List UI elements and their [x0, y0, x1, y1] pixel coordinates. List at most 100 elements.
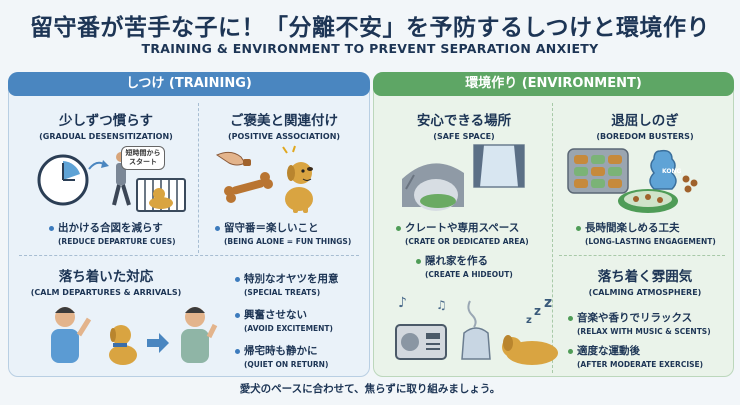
bullet-dot	[215, 225, 220, 231]
calm-bullet-2-en: (AVOID EXCITEMENT)	[244, 324, 333, 333]
sleeping-dog-icon: z z z	[502, 295, 558, 365]
environment-divider-vertical	[552, 103, 553, 373]
gradual-bullet: 出かける合図を減らす (REDUCE DEPARTURE CUES)	[49, 220, 176, 246]
treat-and-dog-illustration	[215, 145, 313, 213]
training-panel: しつけ (TRAINING) 少しずつ慣らす (GRADUAL DESENSIT…	[8, 72, 370, 377]
calm-bullet-1-en: (SPECIAL TREATS)	[244, 288, 321, 297]
calm-bullet-3-en: (QUIET ON RETURN)	[244, 360, 329, 369]
safe-bullet-2-en: (CREATE A HIDEOUT)	[425, 270, 513, 279]
safe-bullet-1-en: (CRATE OR DEDICATED AREA)	[405, 237, 529, 246]
radio-icon	[395, 324, 447, 360]
gradual-subtitle: (GRADUAL DESENSITIZATION)	[39, 132, 173, 141]
safe-bullet-1-text: クレートや専用スペース	[405, 222, 520, 234]
bullet-dot	[235, 312, 240, 318]
safe-bullet-1: クレートや専用スペース (CRATE OR DEDICATED AREA)	[396, 220, 529, 246]
person-waving-icon	[51, 307, 92, 363]
footer-note: 愛犬のペースに合わせて、焦らずに取り組みましょう。	[239, 383, 501, 395]
short-time-bubble: 短時間から スタート	[121, 146, 165, 170]
sparkle-icon	[282, 145, 296, 154]
puppy-icon	[109, 325, 137, 365]
positive-section: ご褒美と関連付け (POSITIVE ASSOCIATION)	[204, 109, 364, 141]
clock-walking-crate-illustration	[37, 152, 186, 212]
positive-subtitle: (POSITIVE ASSOCIATION)	[227, 132, 341, 141]
bone-icon	[224, 172, 273, 203]
atmosphere-subtitle: (CALMING ATMOSPHERE)	[588, 288, 702, 297]
gradual-title: 少しずつ慣らす	[59, 113, 153, 129]
safe-space-title: 安心できる場所	[416, 113, 512, 129]
safe-bullet-2: 隠れ家を作る (CREATE A HIDEOUT)	[416, 253, 513, 279]
atmosphere-bullet-2-text: 適度な運動後	[577, 345, 640, 357]
puzzle-feeder-icon	[567, 148, 629, 194]
page-subtitle: TRAINING & ENVIRONMENT TO PREVENT SEPARA…	[141, 41, 599, 56]
boredom-bullet-text: 長時間楽しめる工夫	[585, 222, 680, 234]
atmosphere-bullet-2: 適度な運動後 (AFTER MODERATE EXERCISE)	[568, 343, 703, 369]
training-divider-horizontal	[19, 255, 359, 256]
bullet-dot	[568, 315, 573, 321]
slow-feeder-bowl-icon	[618, 189, 678, 213]
bullet-dot	[568, 348, 573, 354]
gradual-bullet-text: 出かける合図を減らす	[58, 222, 163, 234]
sitting-dog-icon	[285, 162, 313, 213]
safe-space-subtitle: (SAFE SPACE)	[433, 132, 495, 141]
bullet-dot	[576, 225, 581, 231]
atmosphere-bullet-1-en: (RELAX WITH MUSIC & SCENTS)	[577, 327, 711, 336]
svg-text:♪: ♪	[398, 295, 407, 311]
bullet-dot	[396, 225, 401, 231]
environment-tab: 環境作り (ENVIRONMENT)	[373, 72, 734, 96]
crate-window-illustration	[402, 144, 525, 211]
kong-toy-icon	[649, 149, 677, 190]
gradual-section: 少しずつ慣らす (GRADUAL DESENSITIZATION)	[21, 109, 191, 141]
calm-bullet-2: 興奮させない (AVOID EXCITEMENT)	[235, 307, 333, 333]
safe-bullet-2-text: 隠れ家を作る	[425, 255, 488, 267]
calm-bullet-1: 特別なオヤツを用意 (SPECIAL TREATS)	[235, 271, 339, 297]
treat-pieces-icon	[682, 175, 698, 193]
calm-subtitle: (CALM DEPARTURES & ARRIVALS)	[30, 288, 182, 297]
bullet-dot	[235, 348, 240, 354]
calm-section: 落ち着いた対応 (CALM DEPARTURES & ARRIVALS)	[21, 265, 191, 297]
boredom-bullet: 長時間楽しめる工夫 (LONG-LASTING ENGAGEMENT)	[576, 220, 716, 246]
crate-icon	[136, 178, 186, 212]
clock-icon	[37, 154, 89, 206]
atmosphere-bullet-1: 音楽や香りでリラックス (RELAX WITH MUSIC & SCENTS)	[568, 310, 711, 336]
calm-bullet-1-text: 特別なオヤツを用意	[244, 273, 339, 285]
kong-label: KONG	[662, 168, 682, 175]
dog-crate-icon	[402, 163, 464, 211]
svg-text:z: z	[544, 295, 552, 311]
calm-bullet-2-text: 興奮させない	[244, 309, 307, 321]
diffuser-icon	[461, 300, 491, 360]
training-divider-vertical	[198, 103, 199, 253]
calm-title: 落ち着いた対応	[58, 269, 154, 285]
training-tab: しつけ (TRAINING)	[8, 72, 370, 96]
atmosphere-title: 落ち着く雰囲気	[597, 269, 693, 285]
calm-bullet-3: 帰宅時も静かに (QUIET ON RETURN)	[235, 343, 328, 369]
environment-panel: 環境作り (ENVIRONMENT) 安心できる場所 (SAFE SPACE) …	[373, 72, 734, 377]
bullet-dot	[49, 225, 54, 231]
calm-departure-illustration	[51, 307, 218, 365]
svg-text:♫: ♫	[436, 298, 447, 312]
atmosphere-bullet-2-en: (AFTER MODERATE EXERCISE)	[577, 360, 704, 369]
positive-bullet-en: (BEING ALONE = FUN THINGS)	[224, 237, 352, 246]
person-calm-icon	[181, 307, 218, 363]
boredom-title: 退屈しのぎ	[611, 113, 679, 129]
svg-text:z: z	[526, 315, 532, 326]
arrow-right-icon	[147, 333, 169, 353]
atmosphere-section: 落ち着く雰囲気 (CALMING ATMOSPHERE)	[560, 265, 730, 297]
svg-text:z: z	[534, 304, 541, 318]
page-title: 留守番が苦手な子に！「分離不安」を予防するしつけと環境作り	[29, 15, 711, 41]
safe-space-section: 安心できる場所 (SAFE SPACE)	[380, 109, 548, 141]
bullet-dot	[416, 258, 421, 264]
positive-bullet-text: 留守番＝楽しいこと	[224, 222, 319, 234]
puzzle-toy-illustration	[567, 148, 698, 213]
music-scent-illustration: ♪ ♫ z z z	[395, 295, 558, 365]
bullet-dot	[235, 276, 240, 282]
window-icon	[473, 144, 525, 188]
music-notes-icon: ♪ ♫	[398, 295, 447, 312]
boredom-bullet-en: (LONG-LASTING ENGAGEMENT)	[585, 237, 716, 246]
gradual-bullet-en: (REDUCE DEPARTURE CUES)	[58, 237, 176, 246]
hand-treat-icon	[215, 151, 251, 166]
boredom-subtitle: (BOREDOM BUSTERS)	[596, 132, 694, 141]
calm-bullet-3-text: 帰宅時も静かに	[244, 345, 318, 357]
positive-title: ご褒美と関連付け	[230, 113, 338, 129]
atmosphere-bullet-1-text: 音楽や香りでリラックス	[577, 312, 693, 324]
environment-divider-horizontal	[559, 255, 725, 256]
